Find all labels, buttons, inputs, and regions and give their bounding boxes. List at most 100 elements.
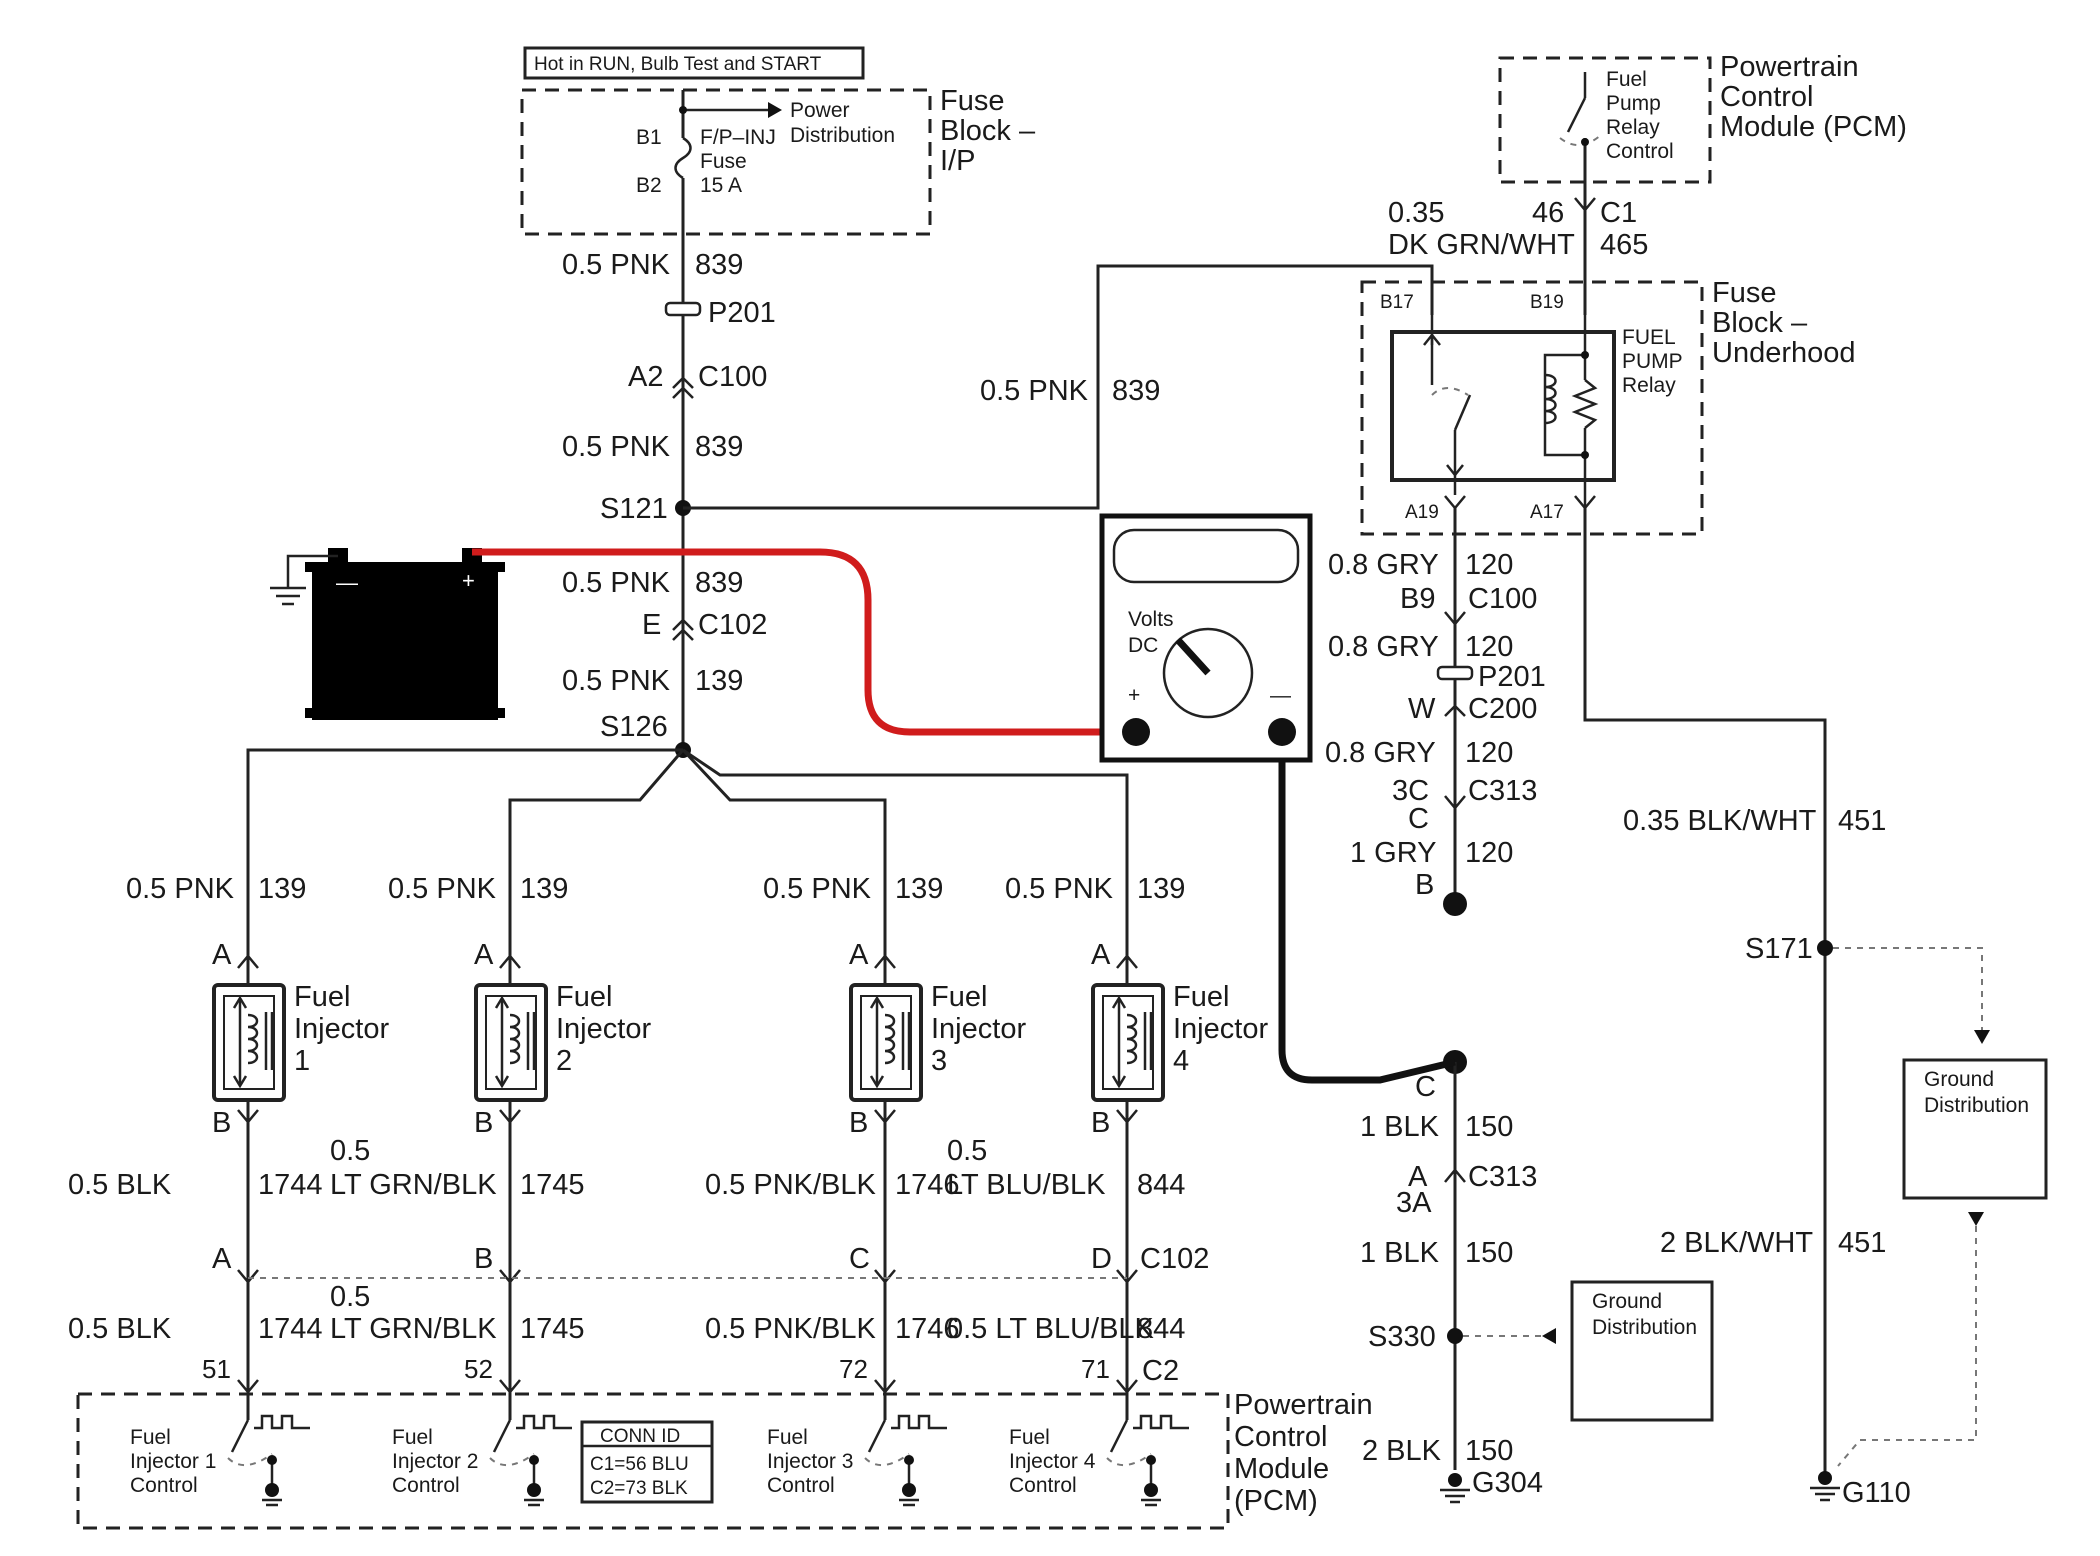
injector-feed-circ: 139 bbox=[258, 873, 306, 905]
main-feed: 0.5 PNK 839 P201 A2 C100 0.5 PNK 839 S12… bbox=[562, 234, 776, 758]
pump-c100: C100 bbox=[1468, 583, 1537, 615]
ground-symbol-icon bbox=[265, 1483, 279, 1497]
injector-feed-gauge: 0.5 PNK bbox=[763, 873, 872, 905]
gnd-w1-gauge: 1 BLK bbox=[1360, 1111, 1440, 1143]
gnd-w2-circ: 150 bbox=[1465, 1237, 1513, 1269]
pin-b17: B17 bbox=[1380, 292, 1414, 313]
power-distribution-label: Power Distribution bbox=[790, 99, 895, 147]
pump-w2-gauge: 0.8 GRY bbox=[1328, 631, 1439, 663]
relay-label: FUEL PUMP Relay bbox=[1622, 326, 1688, 397]
injector-feed-circ: 139 bbox=[895, 873, 943, 905]
ground-symbol-icon bbox=[270, 586, 306, 606]
pcm-top-outline bbox=[1498, 56, 1712, 184]
pump-c: C bbox=[1408, 803, 1429, 835]
ground-distribution-box-2 bbox=[1902, 1058, 2048, 1200]
pulse-signal-icon bbox=[891, 1414, 947, 1430]
injector-feed-bus bbox=[246, 748, 1129, 958]
positive-test-lead[interactable] bbox=[472, 548, 1136, 736]
g304-label: G304 bbox=[1472, 1467, 1543, 1499]
gnd-w1-circ: 150 bbox=[1465, 1111, 1513, 1143]
s171-splice bbox=[1817, 940, 1833, 956]
injector-pin-b: B bbox=[849, 1107, 868, 1139]
main-w2-circ: 839 bbox=[695, 431, 743, 463]
main-w4-gauge: 0.5 PNK bbox=[562, 665, 671, 697]
meter-pos-jack[interactable] bbox=[1122, 718, 1150, 746]
gnd-3a: 3A bbox=[1396, 1187, 1432, 1219]
injector-feed-circ: 139 bbox=[520, 873, 568, 905]
ground-symbol-icon bbox=[902, 1483, 916, 1497]
injector-pcm-circ: 844 bbox=[1137, 1313, 1185, 1345]
pump-w1-gauge: 0.8 GRY bbox=[1328, 549, 1439, 581]
rg-w2-gauge: 2 BLK/WHT bbox=[1660, 1227, 1813, 1259]
relay-ctl-gauge: 0.35 bbox=[1388, 197, 1444, 229]
relay-contact-arrow-icon bbox=[1423, 332, 1441, 346]
pump-3c: 3C bbox=[1392, 775, 1429, 807]
ground-symbol-icon bbox=[1144, 1483, 1158, 1497]
pin-46: 46 bbox=[1532, 197, 1564, 229]
injector-pin-a: A bbox=[212, 939, 232, 971]
injector-pin-a: A bbox=[849, 939, 869, 971]
power-arrow-icon bbox=[768, 102, 782, 118]
battery-pos-label: + bbox=[462, 568, 475, 593]
injector-pin-a: A bbox=[1091, 939, 1111, 971]
pulse-signal-icon bbox=[254, 1414, 310, 1430]
relay-control-switch-icon bbox=[1566, 97, 1587, 133]
rg-w2-circ: 451 bbox=[1838, 1227, 1886, 1259]
ground-distribution-label-2: Ground Distribution bbox=[1924, 1068, 2029, 1117]
multimeter-mode: Volts DC bbox=[1128, 608, 1179, 657]
fuse-icon bbox=[674, 136, 692, 180]
pin-a19: A19 bbox=[1405, 502, 1439, 523]
ground-circuit: C 1 BLK 150 A C313 3A 1 BLK 150 S330 Gro… bbox=[1360, 1050, 1714, 1504]
pin-b1: B1 bbox=[636, 126, 662, 149]
injector-ctl-gauge: 0.5 BLK bbox=[68, 1169, 172, 1201]
pump-w1-circ: 120 bbox=[1465, 549, 1513, 581]
c100-label: C100 bbox=[698, 361, 767, 393]
injector-pcm-pin: 72 bbox=[839, 1354, 868, 1384]
relay-feed-gauge: 0.5 PNK bbox=[980, 375, 1089, 407]
injector-pcm-gauge: 0.5 LT BLU/BLK bbox=[947, 1313, 1155, 1345]
hot-label-box bbox=[523, 46, 865, 80]
gnd-c: C bbox=[1415, 1071, 1436, 1103]
meter-neg-jack[interactable] bbox=[1268, 718, 1296, 746]
g110-label: G110 bbox=[1842, 1477, 1911, 1509]
ground-distribution-label-1: Ground Distribution bbox=[1592, 1290, 1697, 1339]
injector-pcm-pin: 51 bbox=[202, 1354, 231, 1384]
pump-circuit: 0.8 GRY 120 B9 C100 0.8 GRY 120 P201 W C… bbox=[1325, 508, 1546, 916]
main-w1-circ: 839 bbox=[695, 249, 743, 281]
injector-pcm-circ: 1745 bbox=[520, 1313, 585, 1345]
dial-pointer-icon bbox=[1175, 637, 1211, 676]
pump-b: B bbox=[1415, 869, 1434, 901]
ground-symbol-icon bbox=[527, 1483, 541, 1497]
gnd-w3-circ: 150 bbox=[1465, 1435, 1513, 1467]
main-w3-gauge: 0.5 PNK bbox=[562, 567, 671, 599]
relay-ctl-color: DK GRN/WHT bbox=[1388, 229, 1575, 261]
injector-pcm-circ: 1744 bbox=[258, 1313, 323, 1345]
pin-b2: B2 bbox=[636, 174, 662, 197]
fuse-block-ip: Hot in RUN, Bulb Test and START Fuse Blo… bbox=[520, 46, 1036, 236]
multimeter-display bbox=[1112, 528, 1300, 584]
main-w1-gauge: 0.5 PNK bbox=[562, 249, 671, 281]
s126-label: S126 bbox=[600, 711, 668, 743]
relay-coil-icon bbox=[1544, 373, 1557, 425]
pin-b19: B19 bbox=[1530, 292, 1564, 313]
main-w4-circ: 139 bbox=[695, 665, 743, 697]
battery: — + bbox=[270, 548, 505, 720]
s121-label: S121 bbox=[600, 493, 668, 525]
ground-distribution-box-1 bbox=[1570, 1280, 1714, 1422]
injector-feed-circ: 139 bbox=[1137, 873, 1185, 905]
negative-test-lead[interactable] bbox=[1278, 732, 1456, 1084]
injector-pin-b: B bbox=[212, 1107, 231, 1139]
c102-connector-icon bbox=[672, 618, 694, 641]
main-w3-circ: 839 bbox=[695, 567, 743, 599]
pump-c313: C313 bbox=[1468, 775, 1537, 807]
relay-switch-icon bbox=[1453, 394, 1472, 431]
gnd-w2-gauge: 1 BLK bbox=[1360, 1237, 1440, 1269]
